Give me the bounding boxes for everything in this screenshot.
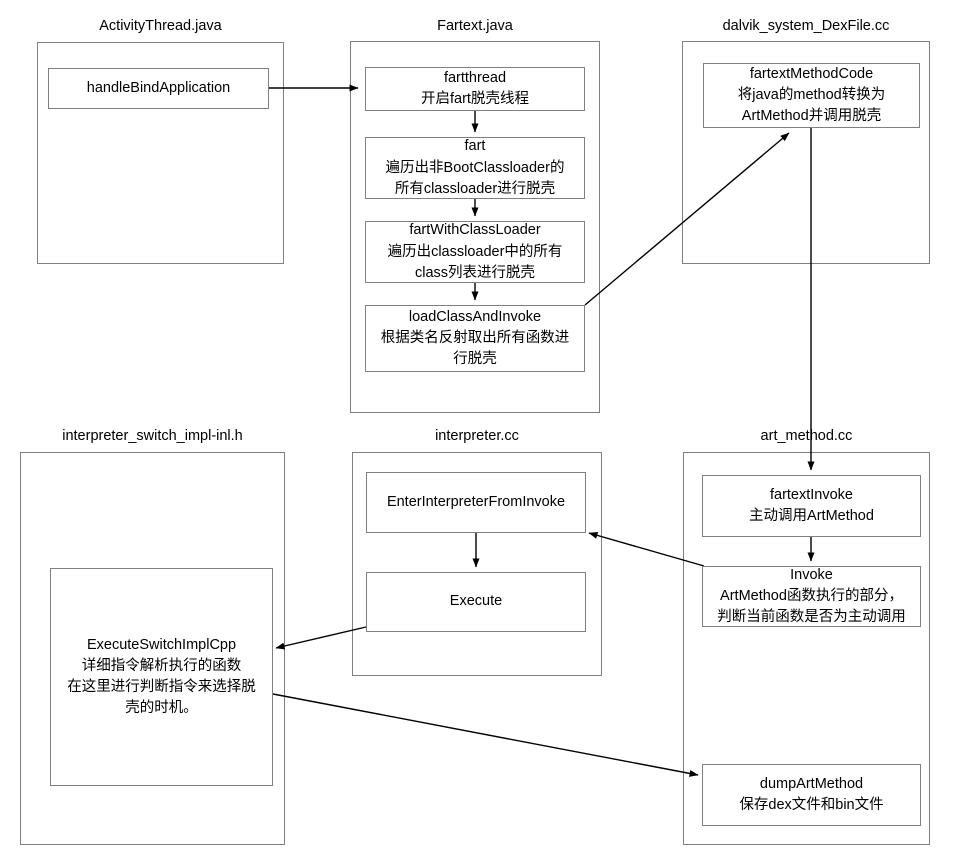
node-label: loadClassAndInvoke 根据类名反射取出所有函数进 行脱壳 [380,308,570,368]
node-label: fart 遍历出非BootClassloader的 所有classloader进… [385,138,565,197]
node-label: fartextInvoke 主动调用ArtMethod [749,486,874,524]
group-title-fartext: Fartext.java [437,18,513,34]
group-title-dexfile: dalvik_system_DexFile.cc [722,18,890,34]
edge-execute-switch-impl-to-dump-art-method [272,693,699,777]
group-title-interpreter: interpreter.cc [435,428,519,444]
group-box-art-method [683,452,930,845]
node-execute-switch-impl-cpp[interactable]: ExecuteSwitchImplCpp 详细指令解析执行的函数 在这里进行判断… [50,568,273,786]
node-enter-interpreter-from-invoke[interactable]: EnterInterpreterFromInvoke [366,472,586,533]
node-handle-bind-application[interactable]: handleBindApplication [48,68,269,109]
node-label: ExecuteSwitchImplCpp 详细指令解析执行的函数 在这里进行判断… [67,636,256,717]
node-load-class-and-invoke[interactable]: loadClassAndInvoke 根据类名反射取出所有函数进 行脱壳 [365,305,585,372]
node-label: Invoke ArtMethod函数执行的部分， 判断当前函数是否为主动调用 [717,566,906,626]
node-fartext-invoke[interactable]: fartextInvoke 主动调用ArtMethod [702,475,921,537]
group-title-interpreter-switch-impl: interpreter_switch_impl-inl.h [62,428,243,444]
node-invoke[interactable]: Invoke ArtMethod函数执行的部分， 判断当前函数是否为主动调用 [702,566,921,627]
group-box-activity-thread [37,42,284,264]
node-fartext-method-code[interactable]: fartextMethodCode 将java的method转换为 ArtMet… [703,63,920,128]
node-dump-art-method[interactable]: dumpArtMethod 保存dex文件和bin文件 [702,764,921,826]
node-label: Execute [449,593,503,610]
node-label: fartWithClassLoader 遍历出classloader中的所有 c… [387,222,563,281]
node-fartthread[interactable]: fartthread 开启fart脱壳线程 [365,67,585,111]
node-label: handleBindApplication [86,79,231,96]
group-title-activity-thread: ActivityThread.java [99,18,222,34]
node-label: dumpArtMethod 保存dex文件和bin文件 [739,775,884,813]
node-execute[interactable]: Execute [366,572,586,632]
node-label: fartextMethodCode 将java的method转换为 ArtMet… [737,65,886,125]
node-label: EnterInterpreterFromInvoke [386,493,566,510]
node-fart[interactable]: fart 遍历出非BootClassloader的 所有classloader进… [365,137,585,199]
node-label: fartthread 开启fart脱壳线程 [421,69,529,107]
group-title-art-method: art_method.cc [760,428,853,444]
node-fart-with-class-loader[interactable]: fartWithClassLoader 遍历出classloader中的所有 c… [365,221,585,283]
